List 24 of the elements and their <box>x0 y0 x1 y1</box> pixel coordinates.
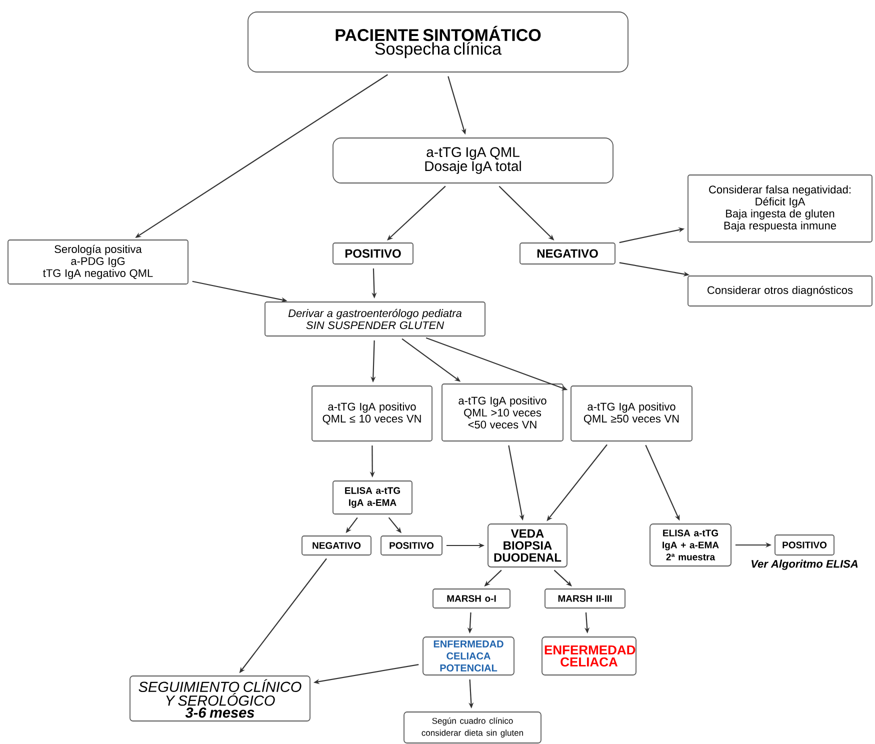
process-box: a-tTG IgA positivo QML >10 veces <50 veces VN <box>442 384 564 442</box>
result-box: NEGATIVO <box>302 536 372 556</box>
result-box: POSITIVO <box>380 536 442 556</box>
diagnosis-box: ENFERMEDAD CELIACA POTENCIAL <box>422 636 514 676</box>
follow-up-box: SEGUIMIENTO CLÍNICO Y SEROLÓGICO 3-6 meses <box>130 676 310 722</box>
result-box: POSITIVO <box>332 242 414 264</box>
note-box: Considerar falsa negatividad: Déficit IgA Baja ingesta de gluten Baja respuesta inmune <box>688 174 872 242</box>
process-box: Derivar a gastroenterólogo pediatra SIN SUSPENDER GLUTEN <box>264 302 486 336</box>
result-box: NEGATIVO <box>520 242 616 264</box>
test-box: ELISA a-tTG IgA a-EMA <box>332 480 412 514</box>
diagnosis-box: ENFERMEDAD CELIACA <box>542 636 636 676</box>
result-box: POSITIVO <box>774 534 834 556</box>
start-box: PACIENTE SINTOMÁTICO Sospecha clínica <box>248 12 628 72</box>
procedure-box: VEDA BIOPSIA DUODENAL <box>488 524 568 568</box>
result-box: MARSH o-I <box>432 588 510 608</box>
note-box: Considerar otros diagnósticos <box>688 276 872 306</box>
result-box: MARSH II-III <box>544 588 626 608</box>
process-box: a-tTG IgA positivo QML ≤ 10 veces VN <box>312 386 432 442</box>
side-note: Ver Algoritmo ELISA <box>752 560 858 570</box>
test-box: ELISA a-tTG IgA + a-EMA 2ª muestra <box>650 524 732 566</box>
process-box: Serología positiva a-PDG IgG tTG IgA negativo QML <box>8 240 188 284</box>
test-box: a-tTG IgA QML Dosaje IgA total <box>332 138 614 184</box>
process-box: a-tTG IgA positivo QML ≥50 veces VN <box>570 386 692 442</box>
note-box: Según cuadro clínico considerar dieta sin gluten <box>404 712 542 744</box>
